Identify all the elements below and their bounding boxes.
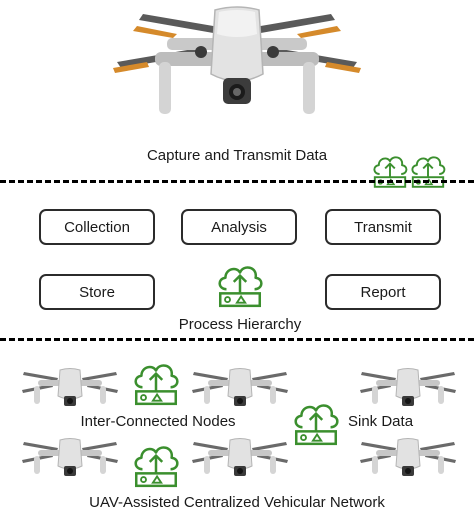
network-title: UAV-Assisted Centralized Vehicular Netwo… <box>89 494 385 511</box>
section-divider-bottom <box>0 338 474 341</box>
cloud-server-icon <box>370 150 410 190</box>
drone-icon <box>20 362 120 412</box>
process-box-analysis: Analysis <box>181 209 297 245</box>
section-divider-top <box>0 180 474 183</box>
drone-icon <box>190 432 290 482</box>
cloud-server-icon <box>290 396 342 448</box>
drone-icon <box>358 362 458 412</box>
cloud-server-icon <box>130 356 182 408</box>
drone-icon <box>20 432 120 482</box>
process-box-store: Store <box>39 274 155 310</box>
process-box-transmit: Transmit <box>325 209 441 245</box>
process-box-report: Report <box>325 274 441 310</box>
cloud-server-icon <box>214 258 266 310</box>
capture-title: Capture and Transmit Data <box>146 147 328 164</box>
cloud-server-icon <box>130 438 182 490</box>
process-box-collection: Collection <box>39 209 155 245</box>
process-title: Process Hierarchy <box>178 316 302 333</box>
cloud-server-icon <box>408 150 448 190</box>
drone-icon <box>358 432 458 482</box>
sink-label: Sink Data <box>348 413 414 430</box>
drone-icon <box>190 362 290 412</box>
nodes-label: Inter-Connected Nodes <box>80 413 236 430</box>
drone-icon <box>107 4 367 134</box>
